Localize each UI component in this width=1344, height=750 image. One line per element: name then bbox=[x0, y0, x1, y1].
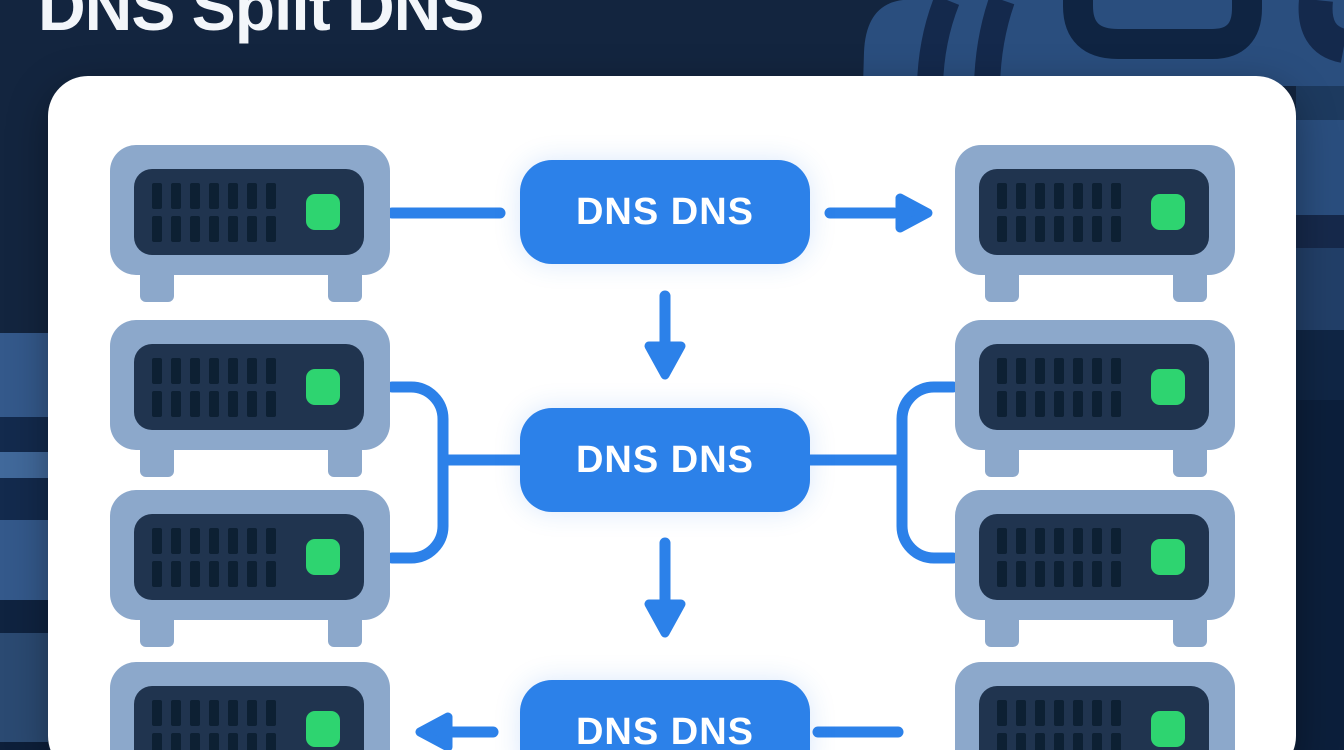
server-vents bbox=[152, 527, 276, 587]
bracket-left bbox=[386, 381, 528, 564]
server-vents bbox=[152, 357, 276, 417]
server-vents bbox=[997, 527, 1121, 587]
server-front-panel bbox=[134, 169, 364, 255]
server-foot bbox=[328, 447, 362, 477]
dns-node-top: DNS DNS bbox=[520, 160, 810, 264]
diagram-card: DNS DNS DNS DNS DNS DNS bbox=[48, 76, 1296, 750]
server-vents bbox=[152, 699, 276, 750]
server-foot bbox=[985, 272, 1019, 302]
server-foot bbox=[985, 447, 1019, 477]
right-edge-bands bbox=[1296, 76, 1344, 750]
server-vents bbox=[997, 699, 1121, 750]
server-front-panel bbox=[134, 686, 364, 750]
server-icon-left-2 bbox=[110, 320, 390, 477]
server-front-panel bbox=[134, 514, 364, 600]
server-vents bbox=[997, 357, 1121, 417]
server-icon-left-4 bbox=[110, 662, 390, 750]
server-foot bbox=[328, 617, 362, 647]
server-icon-right-1 bbox=[955, 145, 1235, 302]
server-icon-left-1 bbox=[110, 145, 390, 302]
top-right-circuit-traces bbox=[863, 0, 1344, 87]
left-edge-bands bbox=[0, 333, 48, 750]
bracket-right bbox=[804, 381, 959, 564]
server-icon-right-2 bbox=[955, 320, 1235, 477]
server-foot bbox=[140, 617, 174, 647]
status-led-icon bbox=[1151, 369, 1185, 405]
dns-node-middle: DNS DNS bbox=[520, 408, 810, 512]
server-front-panel bbox=[979, 344, 1209, 430]
arrow-down-icon bbox=[644, 290, 686, 380]
status-led-icon bbox=[306, 539, 340, 575]
server-icon-right-4 bbox=[955, 662, 1235, 750]
status-led-icon bbox=[1151, 539, 1185, 575]
server-icon-left-3 bbox=[110, 490, 390, 647]
server-foot bbox=[140, 272, 174, 302]
server-foot bbox=[1173, 447, 1207, 477]
server-front-panel bbox=[979, 169, 1209, 255]
status-led-icon bbox=[306, 369, 340, 405]
status-led-icon bbox=[1151, 711, 1185, 747]
server-foot bbox=[985, 617, 1019, 647]
status-led-icon bbox=[306, 194, 340, 230]
arrow-down-icon bbox=[644, 537, 686, 638]
status-led-icon bbox=[1151, 194, 1185, 230]
arrow-left-icon bbox=[415, 712, 499, 750]
server-foot bbox=[140, 447, 174, 477]
arrow-right-icon bbox=[824, 193, 933, 233]
page-title: DNS Split DNS bbox=[38, 0, 484, 44]
connector-lines bbox=[386, 193, 959, 750]
server-front-panel bbox=[979, 686, 1209, 750]
server-foot bbox=[1173, 617, 1207, 647]
server-icon-right-3 bbox=[955, 490, 1235, 647]
server-front-panel bbox=[979, 514, 1209, 600]
status-led-icon bbox=[306, 711, 340, 747]
server-foot bbox=[1173, 272, 1207, 302]
server-front-panel bbox=[134, 344, 364, 430]
dns-node-bottom: DNS DNS bbox=[520, 680, 810, 750]
server-vents bbox=[997, 182, 1121, 242]
server-foot bbox=[328, 272, 362, 302]
server-vents bbox=[152, 182, 276, 242]
